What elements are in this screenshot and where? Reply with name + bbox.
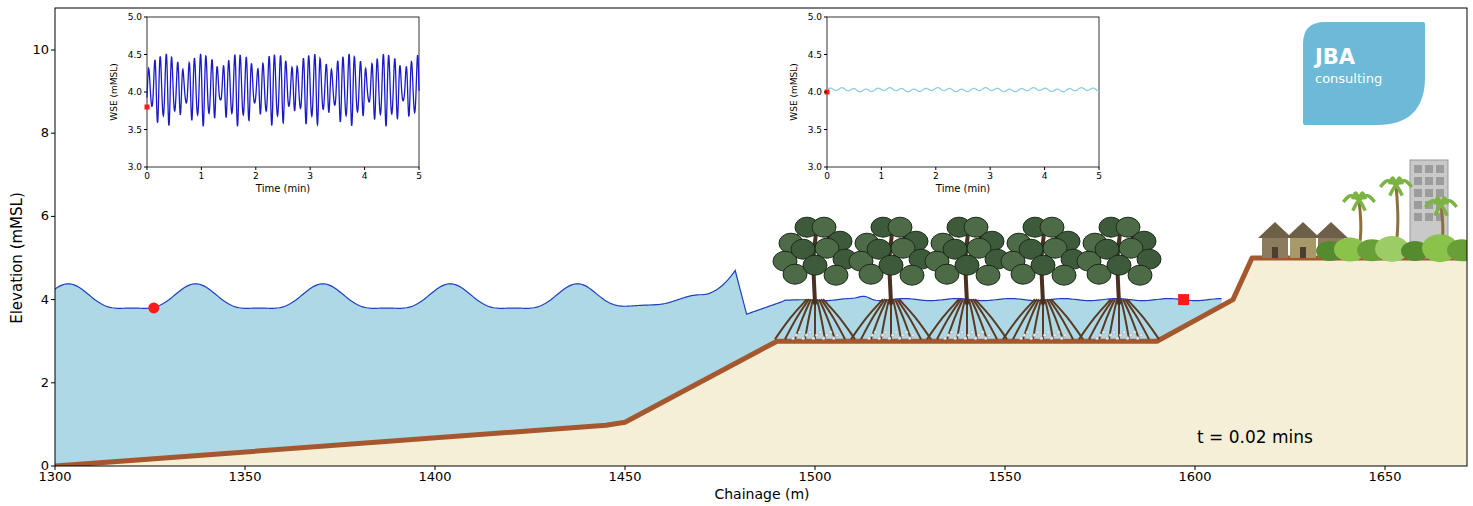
axis-tick-label: 6 [41,209,49,224]
axis-tick-label: 10 [32,43,49,58]
inset-tick-label: 4.5 [808,49,822,59]
mangrove-tree [1077,217,1161,340]
inset-tick-label: 2 [933,171,939,181]
inset-tick-label: 3.0 [808,162,822,172]
axis-tick-label: 1400 [418,470,451,485]
cross-section [55,160,1467,466]
logo-badge: JBA consulting [1303,22,1425,125]
axis-tick-label: 1500 [798,470,831,485]
inset-tick-label: 0 [144,171,150,181]
inset-tick-label: 3.5 [128,124,142,134]
inset-tick-label: 3.5 [808,124,822,134]
axis-tick-label: 1550 [988,470,1021,485]
ground-fill [55,258,1467,466]
axis-tick-label: 1650 [1368,470,1401,485]
logo-title: JBA [1315,46,1413,69]
inset-tick-label: 4.0 [808,87,822,97]
inset-tick-label: 5 [1096,171,1102,181]
inset-axis-title: Time (min) [936,183,990,195]
inset-tick-label: 5.0 [128,12,142,22]
time-label: t = 0.02 mins [1197,428,1313,448]
inset-tick-label: 4 [1042,171,1048,181]
plot-frame [55,8,1467,466]
inset-charts [144,17,1099,170]
axis-title: Elevation (mMSL) [9,192,26,324]
inset-tick-label: 5.0 [808,12,822,22]
logo-subtitle: consulting [1315,72,1413,86]
inset-tick-label: 4.0 [128,87,142,97]
inset-tick-label: 3.0 [128,162,142,172]
mangrove-tree [1001,217,1085,340]
inset-tick-label: 1 [199,171,205,181]
mangrove-tree [849,217,933,340]
axis-tick-label: 1300 [38,470,71,485]
inset-tick-label: 1 [879,171,885,181]
ground-profile [55,258,1467,466]
logo-leaf [1303,22,1425,125]
village [1258,160,1467,262]
inset-axis-title: Time (min) [256,183,310,195]
inset-axis-title: WSE (mMSL) [789,63,799,120]
mangrove-tree [925,217,1009,340]
inset-tick-label: 2 [253,171,259,181]
inset-tick-label: 3 [307,171,313,181]
inset-tick-label: 4 [362,171,368,181]
axis-tick-label: 1450 [608,470,641,485]
inset-axis-title: WSE (mMSL) [109,63,119,120]
mangrove-tree [773,217,857,340]
axis-tick-label: 1350 [228,470,261,485]
gauge-point [148,302,159,313]
axis-tick-label: 1600 [1178,470,1211,485]
wse-inset [144,17,419,170]
inset-tick-label: 5 [416,171,422,181]
axis-tick-label: 4 [41,292,49,307]
axis-title: Chainage (m) [714,486,809,502]
wse-inset [824,17,1099,170]
inset-tick-label: 3 [987,171,993,181]
axis-tick-label: 8 [41,126,49,141]
axis-tick-label: 2 [41,375,49,390]
gauge-square [1178,294,1189,305]
inset-tick-label: 0 [824,171,830,181]
inset-tick-label: 4.5 [128,49,142,59]
